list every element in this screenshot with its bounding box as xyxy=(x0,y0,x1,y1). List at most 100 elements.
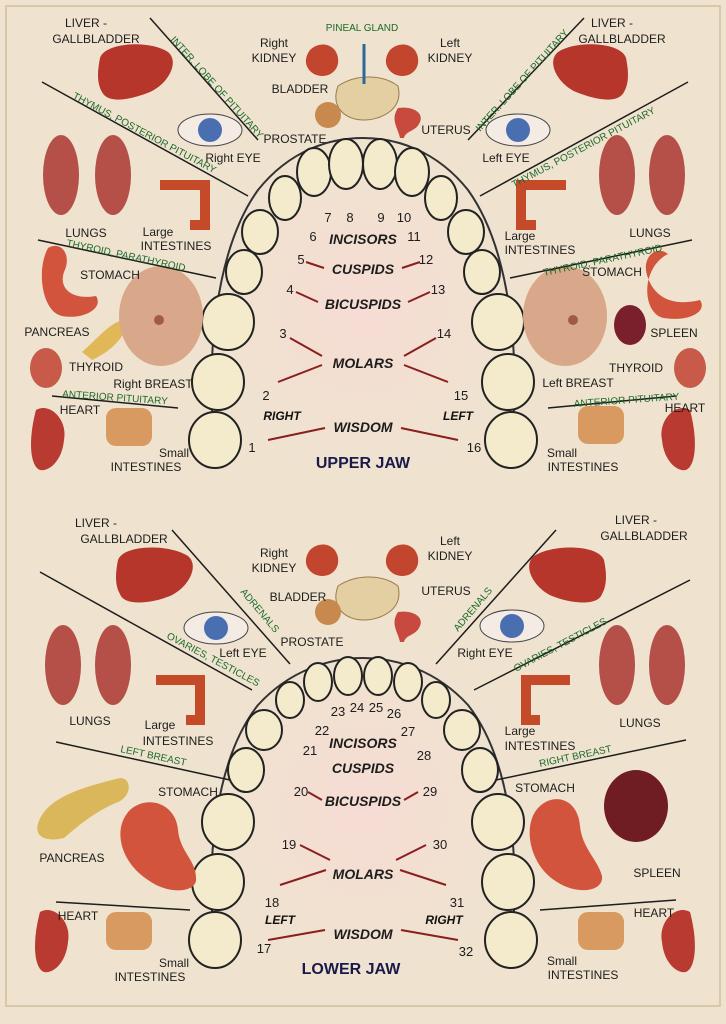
upper-left-intestines: INTESTINES xyxy=(141,239,212,253)
tooth-22 xyxy=(275,681,305,719)
spleen-illustration-lower xyxy=(604,770,668,842)
upper-left-liver: LIVER - xyxy=(65,16,107,30)
lower-right-intestines: INTESTINES xyxy=(505,739,576,753)
tooth-9 xyxy=(362,138,398,190)
lower-leader-lines xyxy=(267,791,459,941)
right-kidney-illustration xyxy=(305,44,339,77)
upper-num-13: 13 xyxy=(431,282,445,297)
lung-right-illustration-2 xyxy=(649,135,685,215)
tooth-17 xyxy=(188,911,242,969)
lower-num-29: 29 xyxy=(423,784,437,799)
lower-num-18: 18 xyxy=(265,895,279,910)
right-kidney-illustration-lower xyxy=(305,544,339,577)
upper-prostate: PROSTATE xyxy=(264,132,327,146)
tooth-8 xyxy=(328,138,364,190)
large-intestine-illustration-right xyxy=(516,180,566,230)
upper-left-pancreas: PANCREAS xyxy=(24,325,89,339)
tooth-1 xyxy=(188,411,242,469)
upper-left-lungs: LUNGS xyxy=(65,226,106,240)
large-intestine-illustration-lower-right xyxy=(521,675,570,725)
lower-jaw-title: LOWER JAW xyxy=(302,961,402,978)
lower-left-liver: LIVER - xyxy=(75,516,117,530)
pancreas-illustration-lower xyxy=(37,778,129,840)
lower-bladder: BLADDER xyxy=(270,590,327,604)
lower-right-eye: Right EYE xyxy=(457,646,512,660)
upper-left-stomach: STOMACH xyxy=(80,268,140,282)
upper-gland-lines xyxy=(37,17,693,409)
heart-illustration-lower-left xyxy=(35,910,69,973)
lower-left-pancreas: PANCREAS xyxy=(39,851,104,865)
upper-num-5: 5 xyxy=(297,252,304,267)
upper-incisors-label: INCISORS xyxy=(329,231,397,247)
lower-right-liver: LIVER - xyxy=(615,513,657,527)
tooth-24 xyxy=(333,656,363,696)
upper-side-left: LEFT xyxy=(443,409,475,423)
lower-right-gallbladder: GALLBLADDER xyxy=(600,529,688,543)
lower-left-small-intestines: INTESTINES xyxy=(115,970,186,984)
upper-right-liver: LIVER - xyxy=(591,16,633,30)
lower-right-stomach: STOMACH xyxy=(515,781,575,795)
upper-num-8: 8 xyxy=(346,210,353,225)
upper-num-12: 12 xyxy=(419,252,433,267)
upper-right-kidney-1: Right xyxy=(260,36,289,50)
upper-num-14: 14 xyxy=(437,326,451,341)
small-intestine-illustration-upper-right xyxy=(578,406,624,444)
lower-right-heart: HEART xyxy=(634,906,675,920)
small-intestine-illustration-lower-left xyxy=(106,912,152,950)
lower-cuspids-label: CUSPIDS xyxy=(332,760,395,776)
lower-left-lungs: LUNGS xyxy=(69,714,110,728)
tooth-2 xyxy=(191,353,245,411)
lower-prostate: PROSTATE xyxy=(281,635,344,649)
upper-glow xyxy=(193,135,533,485)
lower-right-kidney-2: KIDNEY xyxy=(252,561,297,575)
tooth-6 xyxy=(268,175,302,221)
lower-left-small: Small xyxy=(159,956,189,970)
tooth-21 xyxy=(245,709,283,751)
lower-teeth xyxy=(188,656,538,969)
left-breast-illustration xyxy=(523,266,607,366)
tooth-27 xyxy=(421,681,451,719)
liver-illustration-lower-right xyxy=(529,547,606,603)
tooth-12 xyxy=(447,209,485,255)
lung-left-illustration-lower xyxy=(45,625,81,705)
upper-right-small-intestines: INTESTINES xyxy=(548,460,619,474)
upper-teeth xyxy=(188,136,538,469)
lung-left-illustration xyxy=(43,135,79,215)
upper-bladder: BLADDER xyxy=(272,82,329,96)
lower-num-21: 21 xyxy=(303,743,317,758)
left-eye-iris xyxy=(506,118,530,142)
tooth-4 xyxy=(225,249,263,295)
thyroid-illustration-left xyxy=(30,348,62,388)
upper-num-6: 6 xyxy=(309,229,316,244)
lower-num-31: 31 xyxy=(450,895,464,910)
tooth-16 xyxy=(484,411,538,469)
upper-left-kidney-2: KIDNEY xyxy=(428,51,473,65)
lower-num-19: 19 xyxy=(282,837,296,852)
tooth-23 xyxy=(303,662,333,702)
tooth-25 xyxy=(363,656,393,696)
uterus-illustration-lower xyxy=(394,611,421,642)
upper-right-kidney-2: KIDNEY xyxy=(252,51,297,65)
lung-right-illustration-lower-right xyxy=(649,625,685,705)
upper-num-11: 11 xyxy=(407,229,421,244)
heart-illustration-lower-right xyxy=(661,910,695,973)
tooth-5 xyxy=(241,209,279,255)
upper-left-large: Large xyxy=(143,225,174,239)
small-intestine-illustration-upper-left xyxy=(106,408,152,446)
left-nipple xyxy=(568,315,578,325)
tooth-14 xyxy=(471,293,525,351)
upper-left-kidney-1: Left xyxy=(440,36,461,50)
lower-right-small: Small xyxy=(547,954,577,968)
upper-cuspids-label: CUSPIDS xyxy=(332,261,395,277)
lower-right-lungs: LUNGS xyxy=(619,716,660,730)
upper-left-thyroid: THYROID xyxy=(69,360,123,374)
upper-leader-lines xyxy=(267,261,459,441)
tooth-19 xyxy=(201,793,255,851)
large-intestine-illustration-left xyxy=(160,180,210,230)
lower-left-gallbladder: GALLBLADDER xyxy=(80,532,168,546)
heart-illustration-upper-left xyxy=(31,408,65,471)
upper-num-15: 15 xyxy=(454,388,468,403)
lower-num-22: 22 xyxy=(315,723,329,738)
lower-uterus: UTERUS xyxy=(421,584,470,598)
lower-left-large: Large xyxy=(145,718,176,732)
